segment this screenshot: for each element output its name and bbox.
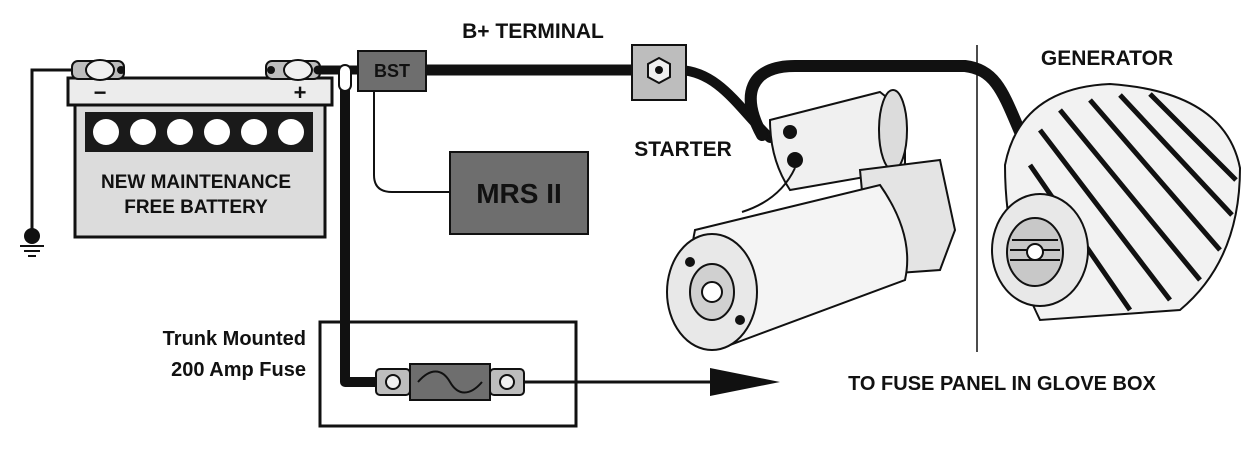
ground-connection <box>20 68 72 257</box>
ground-icon <box>24 228 40 244</box>
cable-starter-to-generator <box>744 60 1034 156</box>
to-fuse-panel-label: TO FUSE PANEL IN GLOVE BOX <box>848 373 1156 395</box>
b-terminal-label: B+ TERMINAL <box>462 20 604 43</box>
starter-motor <box>666 89 957 351</box>
fuse-assembly <box>375 363 525 401</box>
battery-cell <box>278 119 304 145</box>
generator-label: GENERATOR <box>1041 47 1173 70</box>
battery-cells <box>93 119 304 145</box>
fuse-label-line2: 200 Amp Fuse <box>171 359 306 381</box>
negative-terminal <box>71 59 125 81</box>
bst-label: BST <box>374 61 410 81</box>
battery-label-line2: FREE BATTERY <box>124 197 268 218</box>
battery-label-line1: NEW MAINTENANCE <box>101 172 291 193</box>
mrs-box: MRS II <box>449 151 589 235</box>
generator <box>991 82 1242 322</box>
arrow-right-icon <box>710 368 780 396</box>
fuse-enclosure <box>318 320 578 428</box>
battery-top-lip <box>66 76 334 107</box>
bst-to-mrs-wire <box>373 91 450 193</box>
battery-cell <box>130 119 156 145</box>
starter-label: STARTER <box>634 138 732 161</box>
positive-terminal <box>265 59 321 81</box>
battery-minus-sign: − <box>94 80 107 105</box>
fuse-label-line1: Trunk Mounted <box>163 328 306 350</box>
ground-wire <box>30 68 72 232</box>
mrs-label: MRS II <box>476 178 562 209</box>
bst-box: BST <box>357 50 427 92</box>
b-terminal <box>631 44 687 101</box>
cable-clamp <box>338 64 352 92</box>
battery-cell <box>204 119 230 145</box>
battery: − + NEW MAINTENANCE FREE BATTERY <box>66 59 334 239</box>
battery-cell <box>241 119 267 145</box>
cable-battery-to-fuse <box>340 73 393 387</box>
battery-cell <box>93 119 119 145</box>
battery-cell <box>167 119 193 145</box>
fuse-symbol-icon <box>417 370 483 394</box>
battery-plus-sign: + <box>294 80 307 105</box>
main-cables <box>313 60 1034 387</box>
battery-cell-strip <box>85 112 313 152</box>
